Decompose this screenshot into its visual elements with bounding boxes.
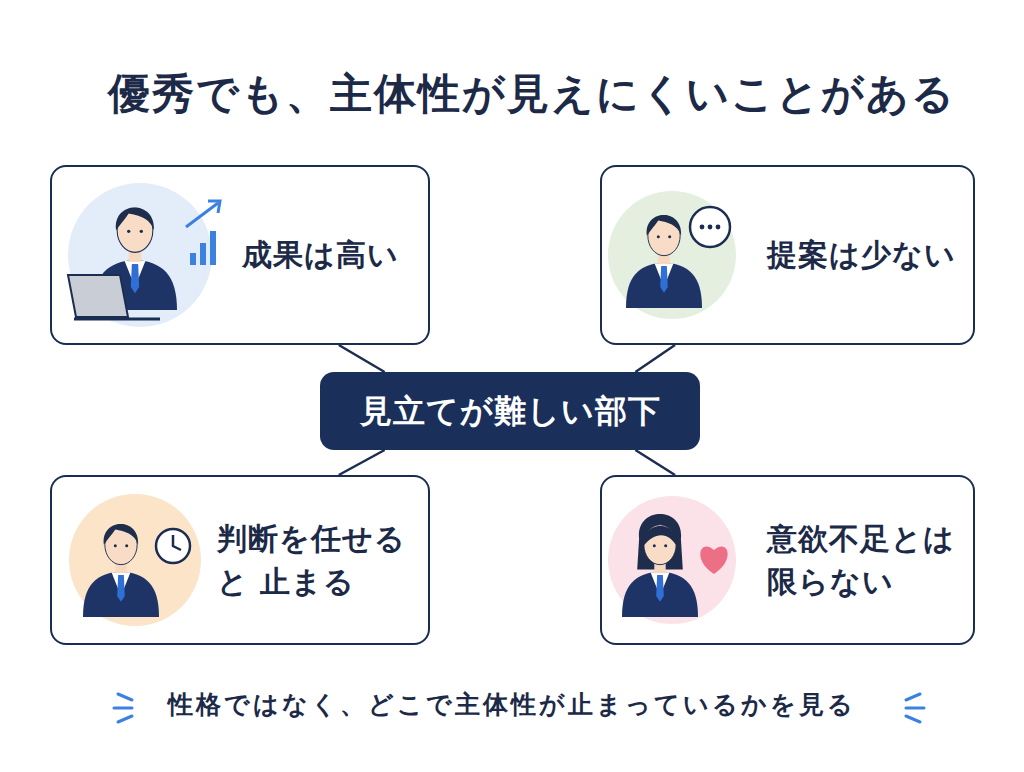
connector-line	[339, 345, 385, 372]
caption: 性格ではなく、どこで主体性が止まっているかを見る	[0, 688, 1024, 721]
node-label: 提案は少ない	[767, 233, 956, 277]
connector-line	[339, 450, 385, 475]
center-pill: 見立てが難しい部下	[320, 372, 700, 450]
point-box: 判断を任せると 止まる	[50, 475, 430, 645]
title: 優秀でも、主体性が見えにくいことがある	[40, 66, 1024, 122]
connector-line	[635, 450, 675, 475]
node-label: 成果は高い	[242, 233, 399, 277]
icon-clock	[69, 494, 201, 626]
person-figure	[83, 524, 159, 617]
node-label: 判断を任せると 止まる	[217, 517, 407, 604]
point-box: 成果は高い	[50, 165, 430, 345]
connector-line	[635, 345, 675, 372]
person-figure	[622, 514, 698, 617]
icon-laptop	[68, 183, 220, 327]
icon-bubble	[608, 191, 736, 319]
node-label: 意欲不足とは 限らない	[767, 517, 957, 604]
node-label: 見立てが難しい部下	[360, 388, 661, 434]
icon-heart	[608, 496, 736, 624]
point-box: 提案は少ない	[600, 165, 975, 345]
point-box: 意欲不足とは 限らない	[600, 475, 975, 645]
